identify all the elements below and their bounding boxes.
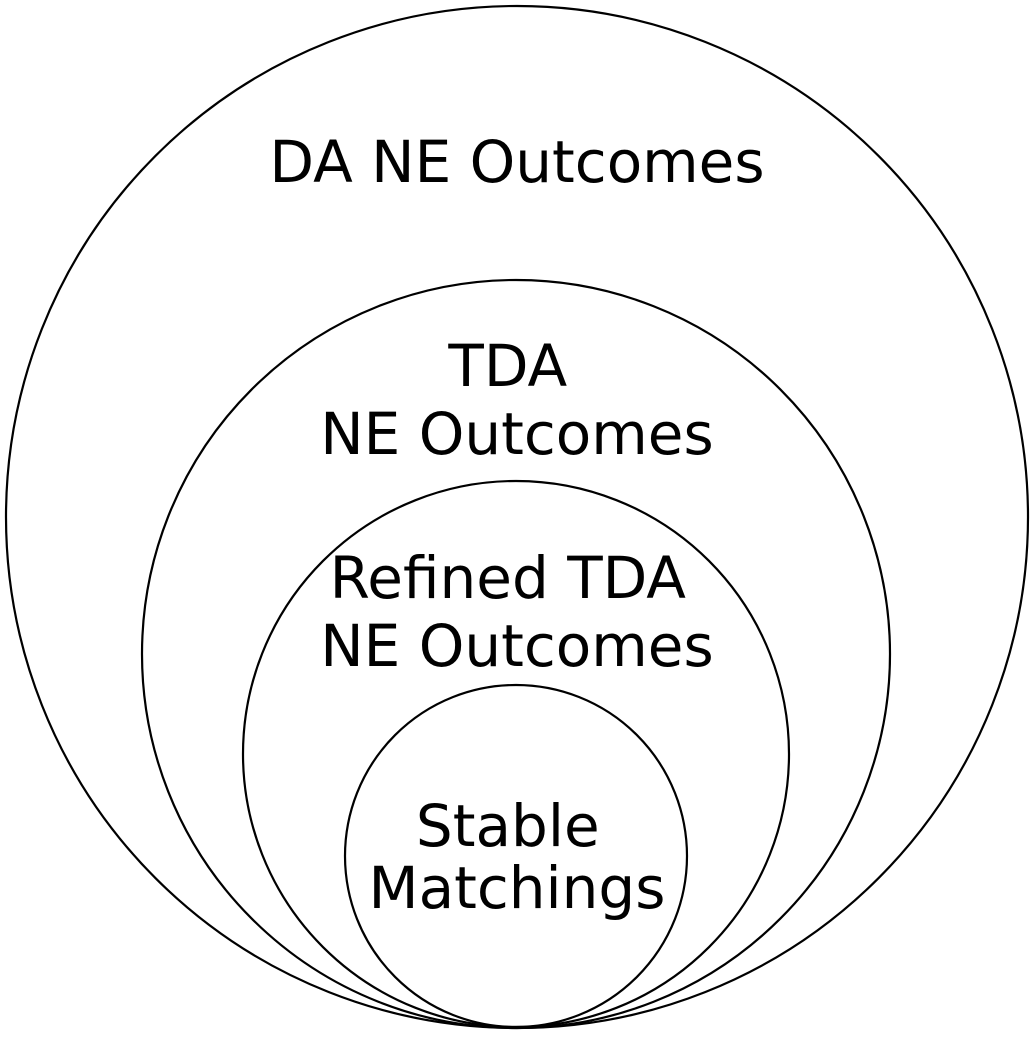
set-label-line: TDA	[447, 332, 567, 400]
set-label-refined-tda-ne-outcomes: Refined TDA NE Outcomes	[320, 544, 713, 680]
set-stable-matchings: Stable Matchings	[343, 683, 689, 1029]
set-refined-tda-ne-outcomes: Refined TDA NE Outcomes	[241, 479, 791, 1029]
set-circle-stable-matchings	[343, 683, 689, 1029]
set-label-stable-matchings: Stable Matchings	[369, 792, 666, 922]
set-label-da-ne-outcomes: DA NE Outcomes	[269, 128, 764, 196]
set-label-line: Matchings	[369, 854, 666, 922]
set-label-line: Refined TDA	[330, 544, 687, 612]
set-label-tda-ne-outcomes: TDA NE Outcomes	[320, 332, 713, 468]
set-label-line: Stable	[416, 792, 600, 860]
set-label-line: NE Outcomes	[320, 400, 713, 468]
set-label-line: DA NE Outcomes	[269, 128, 764, 196]
set-label-line: NE Outcomes	[320, 612, 713, 680]
